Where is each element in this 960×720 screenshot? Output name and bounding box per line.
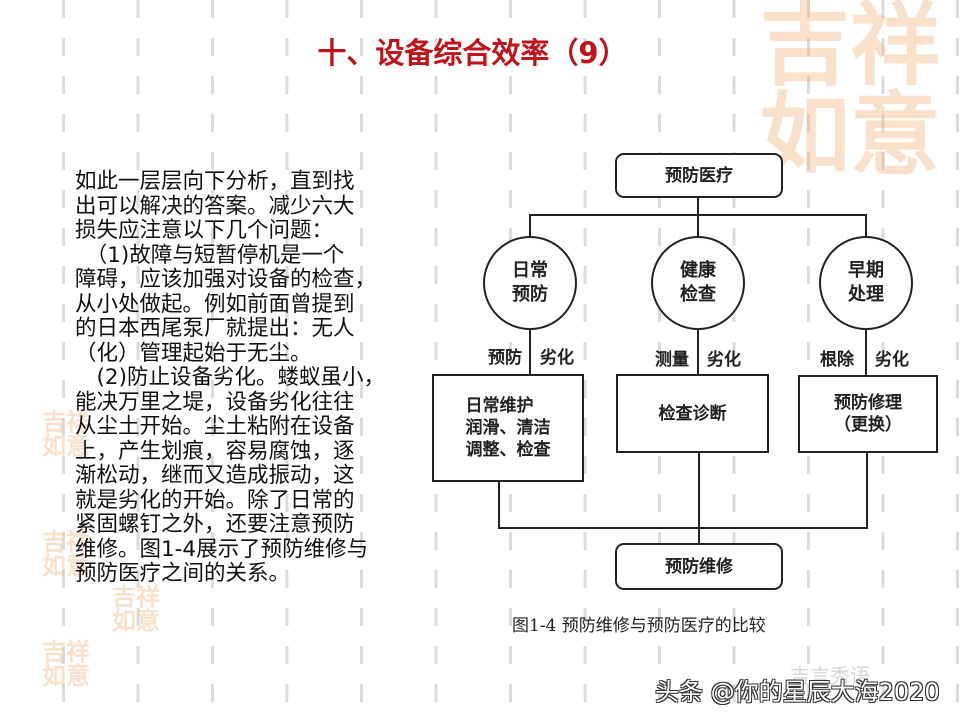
body-line: 渐松动，继而又造成振动，这 [75, 463, 355, 488]
circle-text: 早期 [848, 260, 884, 281]
body-line: 从尘土开始。尘土粘附在设备 [75, 414, 355, 439]
node-inspection-diagnosis: 检查诊断 [616, 374, 769, 453]
body-line: 障碍，应该加强对设备的检查， [75, 267, 377, 292]
connector-bottom-horizontal [498, 527, 868, 529]
circle-text: 日常 [512, 260, 548, 281]
seal-watermark-small-4: 吉祥如意 [42, 637, 90, 690]
footer-watermark: 头条 @你的星辰大海2020 [655, 678, 940, 706]
body-line: 上，产生划痕，容易腐蚀，逐 [75, 438, 355, 464]
box-text: 预防修理 [834, 393, 902, 413]
body-line: 如此一层层向下分析，直到找 [75, 169, 355, 194]
edge-label-right-2: 劣化 [707, 350, 741, 370]
body-line: （1)故障与短暂停机是一个 [75, 242, 345, 268]
node-preventive-repair: 预防修理（更换） [798, 375, 938, 453]
connector-box-bottom-2 [698, 451, 700, 544]
connector-box-bottom-1 [498, 480, 500, 529]
faint-watermark-text: 吉言秀语 [790, 664, 870, 688]
node-circle-health-check: 健康检查 [651, 236, 745, 330]
circle-text: 健康 [680, 260, 716, 281]
node-circle-early-treatment: 早期处理 [819, 236, 913, 330]
node-circle-daily-prevention: 日常预防 [483, 236, 577, 330]
connector-circle-box-1 [529, 330, 531, 376]
edge-label-right-1: 劣化 [540, 348, 574, 368]
box-text: 检查诊断 [658, 403, 727, 424]
seal-watermark-small-1: 吉祥如意 [42, 407, 90, 460]
body-line: （化）管理起始于无尘。 [75, 340, 312, 366]
connector-to-circle-3 [865, 214, 867, 236]
body-line: 能决万里之堤，设备劣化往往 [75, 389, 355, 415]
body-line: 就是劣化的开始。除了日常的 [75, 487, 355, 513]
connector-box-bottom-3 [866, 451, 868, 529]
circle-text: 处理 [848, 284, 884, 305]
slide-title: 十、设备综合效率（9） [317, 36, 628, 70]
edge-label-right-3: 劣化 [875, 350, 909, 370]
body-line: 的日本西尾泵厂就提出：无人 [75, 316, 355, 341]
seal-watermark-small-3: 吉祥如意 [112, 582, 160, 635]
edge-label-left-1: 预防 [488, 348, 522, 368]
body-line: 紧固螺钉之外，还要注意预防 [75, 512, 355, 537]
box-text: 日常维护 [465, 396, 534, 416]
circle-text: 检查 [680, 284, 716, 305]
connector-top-vertical [697, 196, 699, 216]
node-preventive-maintenance: 预防维修 [615, 543, 783, 590]
body-text: 如此一层层向下分析，直到找 出可以解决的答案。减少六大 损失应注意以下几个问题：… [75, 169, 385, 587]
connector-to-circle-2 [697, 214, 699, 236]
connector-circle-box-3 [865, 330, 867, 376]
circle-text: 预防 [512, 284, 548, 305]
seal-watermark-small-2: 吉祥如意 [42, 527, 90, 580]
figure-caption: 图1-4 预防维修与预防医疗的比较 [512, 616, 766, 636]
body-line: 维修。图1-4展示了预防维修与 [75, 536, 369, 562]
box-text: 调整、检查 [465, 440, 551, 460]
connector-circle-box-2 [697, 330, 699, 376]
body-line: 预防医疗之间的关系。 [75, 561, 291, 586]
edge-label-left-2: 测量 [655, 350, 689, 370]
body-line: 损失应注意以下几个问题： [75, 218, 334, 243]
box-text: 润滑、清洁 [465, 418, 551, 438]
body-line: 从小处做起。例如前面曾提到 [75, 291, 355, 317]
seal-watermark-large: 吉祥如意 [760, 0, 940, 188]
body-line: (2)防止设备劣化。蝼蚁虽小， [75, 365, 385, 390]
node-daily-maintenance: 日常维护润滑、清洁调整、检查 [432, 374, 584, 482]
connector-to-circle-1 [529, 214, 531, 236]
node-preventive-medicine: 预防医疗 [615, 153, 783, 198]
body-line: 出可以解决的答案。减少六大 [75, 193, 355, 219]
edge-label-left-3: 根除 [820, 350, 854, 370]
box-text: （更换） [834, 415, 902, 435]
